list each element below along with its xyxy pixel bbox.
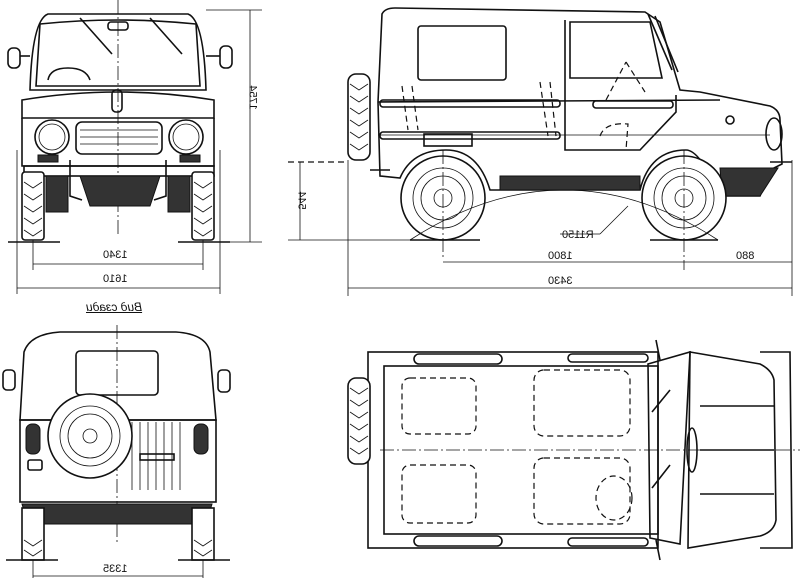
windshield xyxy=(35,19,201,87)
rear-mirror xyxy=(107,21,129,31)
spare-wheel-rear xyxy=(47,393,133,479)
fuel-cap xyxy=(725,115,735,125)
turn-light-right xyxy=(179,154,201,163)
dim-rear-track: 1335 xyxy=(103,563,128,575)
dim-front-overhang: 880 xyxy=(736,250,755,262)
ramp-arc xyxy=(409,189,719,241)
grille xyxy=(75,121,163,155)
tail-light-right xyxy=(193,423,209,455)
rear-view-title: Вид сзади xyxy=(86,300,143,314)
side-view xyxy=(288,7,793,296)
tail-light-left xyxy=(25,423,41,455)
steering-wheel xyxy=(47,67,91,81)
dim-overall-length: 3430 xyxy=(548,275,573,287)
front-wheel-right xyxy=(191,171,215,241)
front-wheel-left xyxy=(21,171,45,241)
dim-overall-height: 1754 xyxy=(246,85,259,110)
headlight-left xyxy=(34,119,70,155)
hood-emblem xyxy=(111,89,123,113)
bumper-guard-left xyxy=(69,160,83,201)
dim-ramp-radius: R1150 xyxy=(562,229,594,241)
front-seat-right xyxy=(533,457,631,525)
spare-wheel-side xyxy=(347,73,371,161)
front-seat-left xyxy=(533,369,631,437)
hood-top xyxy=(687,351,777,549)
rear-view xyxy=(2,325,231,578)
fuel-tank xyxy=(423,133,473,147)
hood xyxy=(21,91,215,119)
steering-wheel-top xyxy=(595,475,633,521)
side-window-rear xyxy=(417,25,507,81)
dim-overall-width: 1610 xyxy=(103,273,128,285)
rear-wheel-right xyxy=(191,507,215,561)
rear-wheel-left xyxy=(21,507,45,561)
windshield-top xyxy=(647,350,691,545)
front-bumper xyxy=(23,165,215,177)
rear-seat-left xyxy=(401,377,477,435)
dim-wheelbase: 1800 xyxy=(548,250,573,262)
dim-ground-clearance: 544 xyxy=(295,191,308,210)
mirror-left xyxy=(7,47,21,69)
headlight-side xyxy=(765,117,783,151)
side-body xyxy=(377,7,783,197)
spare-wheel-top xyxy=(347,377,371,465)
front-bumper-top xyxy=(760,351,793,549)
front-cab xyxy=(29,13,207,91)
wiper-left xyxy=(79,17,113,55)
headlight-right xyxy=(168,119,204,155)
top-view xyxy=(347,339,800,561)
rear-seat-right xyxy=(401,464,477,524)
rear-window xyxy=(75,350,159,396)
dim-front-track: 1340 xyxy=(103,249,128,261)
underbody xyxy=(79,175,161,207)
rear-cab xyxy=(19,331,217,421)
door-window xyxy=(569,21,663,79)
wiper-right xyxy=(149,17,183,55)
rear-mirror-left xyxy=(2,369,16,391)
mirror-right xyxy=(219,45,233,69)
rear-mirror-right xyxy=(217,369,231,393)
front-view xyxy=(7,0,262,294)
turn-light-left xyxy=(37,154,59,163)
front-door xyxy=(564,20,677,151)
